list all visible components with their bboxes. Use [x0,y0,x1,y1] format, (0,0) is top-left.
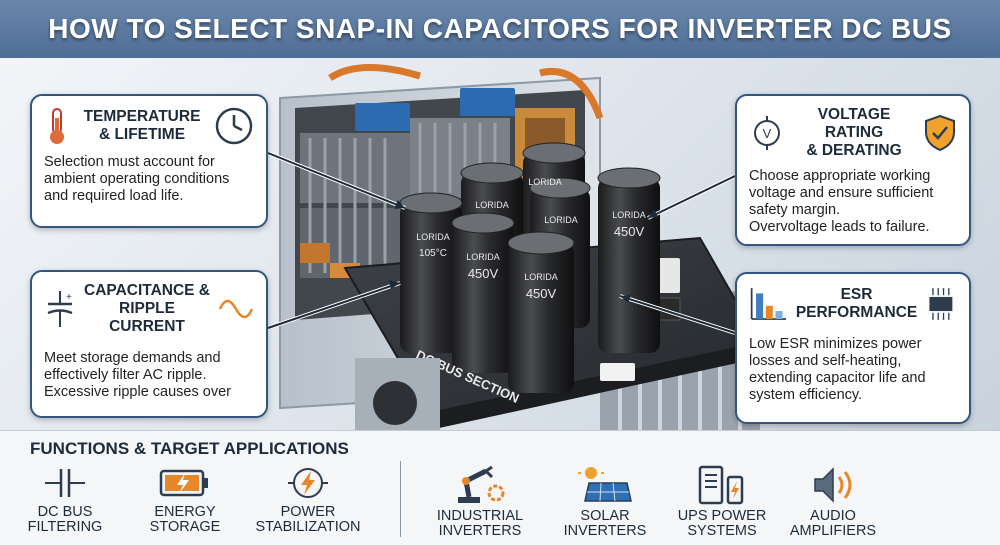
cable [539,68,604,120]
capacitor [451,212,515,373]
application-label: ENERGY [154,504,216,520]
capacitor-brand-label: LORIDA [466,252,500,262]
application-label: UPS POWER [677,508,767,524]
application-label: INDUSTRIAL [436,508,524,524]
application-label: STABILIZATION [255,519,361,535]
callout-title: RIPPLE CURRENT [109,300,185,335]
capacitor [399,192,463,353]
callout-body-line: ambient operating conditions [44,171,230,187]
application-item: POWER STABILIZATION [243,465,373,535]
bar-graph-icon [750,288,787,320]
application-label: SOLAR [580,508,630,524]
application-label: AUDIO [810,508,856,524]
solar-panel-icon [578,467,632,502]
callout-body-line: system efficiency. [749,387,863,403]
callout-capacitance-ripple: + CAPACITANCE & RIPPLE CURRENT Meet stor… [30,270,268,418]
capacitor [507,231,575,393]
callout-temperature-lifetime: TEMPERATURE & LIFETIME Selection must ac… [30,94,268,228]
board-edge [430,343,760,430]
thermometer-icon [50,108,64,144]
callout-body-line: Selection must account for [44,154,215,170]
capacitor-brand-label: LORIDA [612,210,646,220]
inverter-drawing: LORIDA LORIDA LORIDA LORIDA 450V LORIDA … [267,64,762,430]
capacitor-temp-label: 105°C [419,248,447,259]
callout-body-line: losses and self-heating, [749,353,902,369]
application-label: POWER [280,504,336,520]
power-bolt-icon [288,468,328,498]
callout-title: CAPACITANCE & [84,282,211,299]
callout-esr-performance: ESR PERFORMANCE Low ESR minimizes power … [735,272,971,424]
svg-text:V: V [763,126,772,141]
clock-icon [215,107,253,145]
page-title: HOW TO SELECT SNAP-IN CAPACITORS FOR INV… [48,13,952,44]
application-label: INVERTERS [438,523,522,539]
application-label: DC BUS [37,504,93,520]
application-label: STORAGE [149,519,221,535]
callout-title: ESR [840,286,873,303]
callout-title: & DERATING [806,142,902,159]
callout-body-line: Meet storage demands and [44,350,221,366]
heat-resistor-icon [929,288,953,320]
title-banner: HOW TO SELECT SNAP-IN CAPACITORS FOR INV… [0,0,1000,58]
capacitor-voltage-label: 450V [614,224,645,239]
speaker-icon [814,467,852,503]
applications-title: FUNCTIONS & TARGET APPLICATIONS [30,439,349,458]
application-item: DC BUS FILTERING [0,465,130,535]
callout-body-line: voltage and ensure sufficient [749,185,934,201]
callout-title: VOLTAGE RATING [817,106,891,141]
capacitor-brand-label: LORIDA [416,232,450,242]
application-label: INVERTERS [563,523,647,539]
capacitor-array [399,142,661,393]
callout-body-line: effectively filter AC ripple. [44,367,207,383]
capacitor-brand-label: LORIDA [475,200,509,210]
callout-body-line: Low ESR minimizes power [749,336,922,352]
capacitor-brand-label: LORIDA [524,272,558,282]
voltage-symbol-icon: V [754,116,780,150]
application-item: UPS POWER SYSTEMS [657,465,787,539]
section-divider [400,461,401,537]
callout-body-line: Excessive ripple causes over [44,384,231,400]
capacitor-voltage-label: 450V [526,286,557,301]
svg-text:+: + [66,292,72,303]
ups-icon [698,465,744,505]
capacitor-brand-label: LORIDA [544,215,578,225]
callout-voltage-derating: V VOLTAGE RATING & DERATING Choose appro… [735,94,971,246]
application-item: INDUSTRIAL INVERTERS [415,465,545,539]
robot-arm-icon [458,465,505,503]
capacitor-brand-label: LORIDA [528,177,562,187]
application-item: SOLAR INVERTERS [540,465,670,539]
applications-strip: FUNCTIONS & TARGET APPLICATIONS DC BUS F… [0,430,1000,545]
cable [328,64,422,81]
application-item: ENERGY STORAGE [120,465,250,535]
mount-hole [373,381,417,425]
shield-check-icon [925,114,955,152]
application-item: AUDIO AMPLIFIERS [768,465,898,539]
application-label: SYSTEMS [687,523,757,539]
heatsink-fins [300,118,510,278]
callout-body-line: Choose appropriate working [749,168,931,184]
callout-body-line: and required load life. [44,188,184,204]
board-connectors [600,258,680,381]
callout-body-line: safety margin. [749,202,841,218]
callout-body-line: extending capacitor life and [749,370,926,386]
capacitor-voltage-label: 450V [468,266,499,281]
callout-title: & LIFETIME [98,126,186,143]
application-label: AMPLIFIERS [789,523,877,539]
capacitor [597,167,661,353]
callout-title: PERFORMANCE [795,304,918,321]
callout-title: TEMPERATURE [83,108,201,125]
callout-body-line: Overvoltage leads to failure. [749,219,930,235]
capacitor-symbol-icon: + [47,291,73,327]
capacitor-labels: LORIDA LORIDA LORIDA LORIDA 450V LORIDA … [416,177,646,301]
capacitor-icon [45,469,85,497]
application-label: FILTERING [27,519,103,535]
battery-icon [159,469,208,497]
sine-wave-icon [218,299,254,319]
